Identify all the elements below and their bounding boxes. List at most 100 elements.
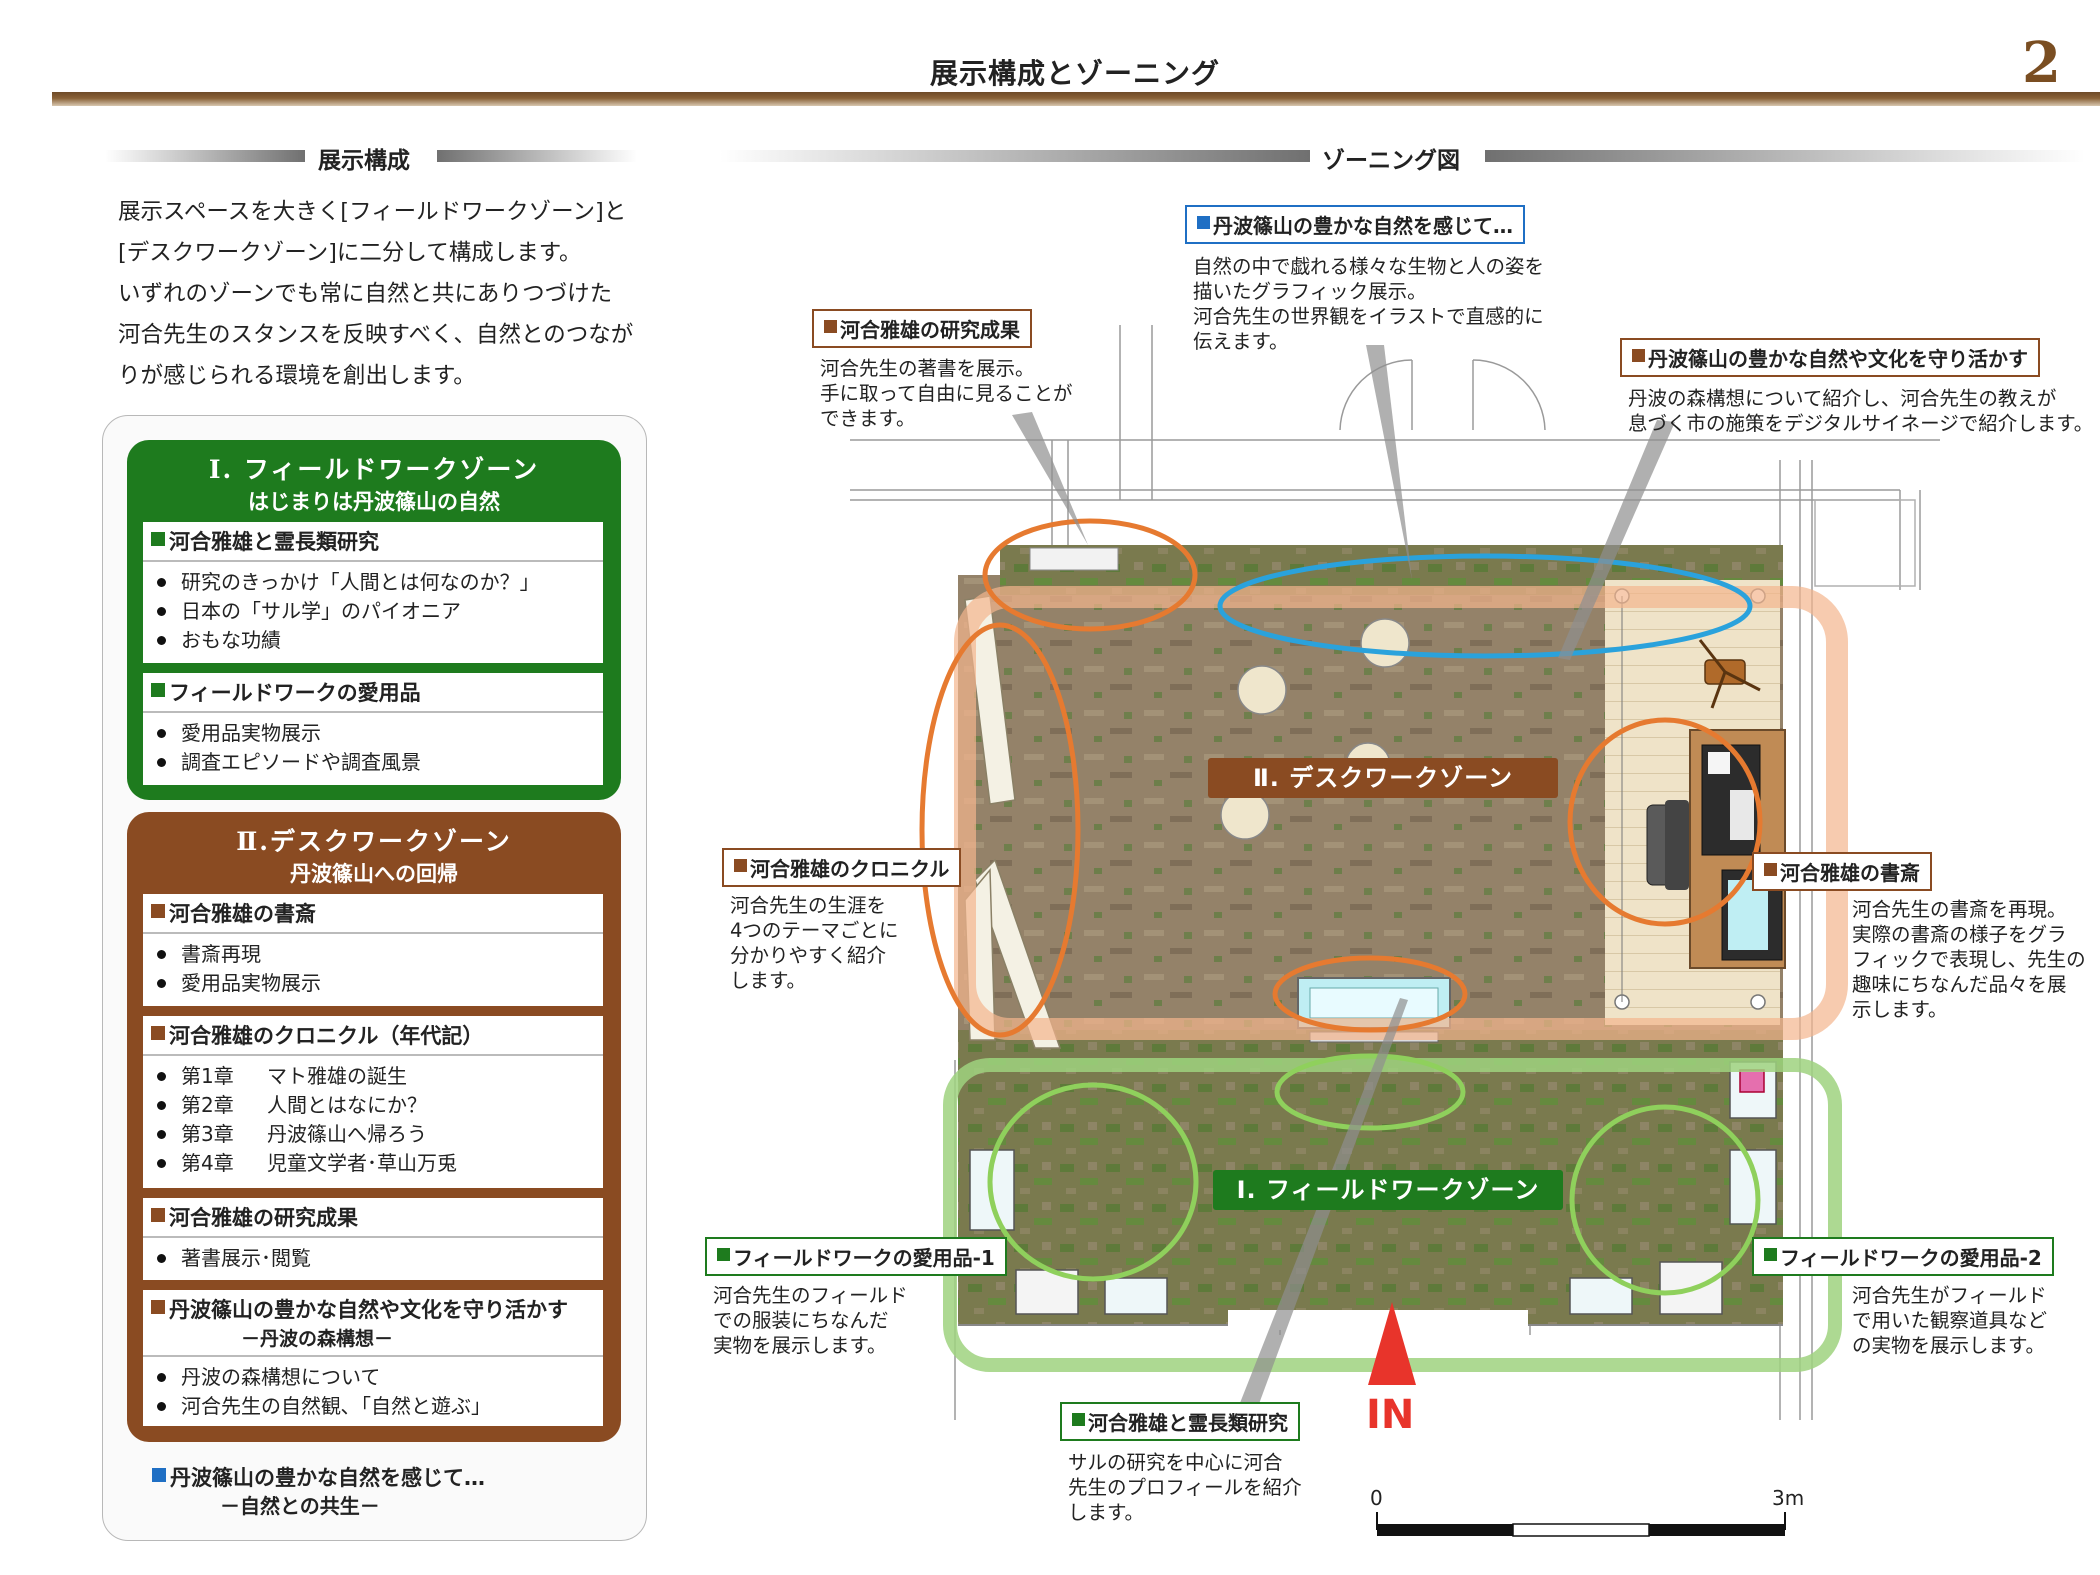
chronicle-panel xyxy=(974,858,1062,1049)
list-item: 丹波の森構想について xyxy=(157,1363,603,1392)
entrance-opening xyxy=(1228,1310,1528,1330)
zone2-group-study: 河合雅雄の書斎 書斎再現 愛用品実物展示 xyxy=(143,894,603,1006)
section-title-exhibit: 展示構成 xyxy=(306,141,422,175)
list-item: 研究のきっかけ「人間とは何なのか？」 xyxy=(157,568,603,597)
section-rule-left xyxy=(105,150,305,162)
group-title: 河合雅雄の研究成果 xyxy=(169,1206,358,1230)
callout-research-title: 河合雅雄の研究成果 xyxy=(812,309,1032,348)
group-title: 河合雅雄のクロニクル（年代記） xyxy=(169,1024,484,1048)
round-table xyxy=(1220,790,1270,840)
zone2-group-forest: 丹波篠山の豊かな自然や文化を守り活かす－丹波の森構想－ 丹波の森構想について 河… xyxy=(143,1290,603,1426)
page-number: 2 xyxy=(2022,30,2061,96)
zone1-title: Ⅰ. フィールドワークゾーン xyxy=(208,455,540,484)
callout-study-title: 河合雅雄の書斎 xyxy=(1752,852,1932,891)
group-title: 河合雅雄と霊長類研究 xyxy=(169,530,379,554)
zone1-group-primate: 河合雅雄と霊長類研究 研究のきっかけ「人間とは何なのか？」 日本の「サル学」のパ… xyxy=(143,522,603,663)
section-title-zoning: ゾーニング図 xyxy=(1310,141,1472,175)
green-square-icon xyxy=(151,683,165,697)
field-display-cases xyxy=(969,1061,1777,1315)
zone2-subtitle: 丹波篠山への回帰 xyxy=(290,861,458,886)
nature-note-title: 丹波篠山の豊かな自然を感じて… xyxy=(170,1466,485,1490)
zone1-header: Ⅰ. フィールドワークゾーン はじまりは丹波篠山の自然 xyxy=(127,440,621,516)
brown-square-icon xyxy=(824,320,837,333)
list-item: 日本の「サル学」のパイオニア xyxy=(157,597,603,626)
group-title: フィールドワークの愛用品 xyxy=(169,681,421,705)
scale-end-label: 3m xyxy=(1772,1486,1805,1510)
callout-tools2-desc: 河合先生がフィールド で用いた観察道具など の実物を展示します。 xyxy=(1852,1284,2048,1357)
callout-chronicle-desc: 河合先生の生涯を 4つのテーマごとに 分かりやすく紹介 します。 xyxy=(730,894,899,992)
brown-square-icon xyxy=(151,904,165,918)
group-title: 河合雅雄の書斎 xyxy=(169,902,316,926)
intro-line: りが感じられる環境を創出します。 xyxy=(118,363,476,389)
list-item: 愛用品実物展示 xyxy=(157,969,603,998)
callout-research-desc: 河合先生の著書を展示。 手に取って自由に見ることが できます。 xyxy=(820,357,1073,430)
round-table xyxy=(1360,618,1410,668)
green-square-icon xyxy=(151,532,165,546)
header-divider xyxy=(52,92,2100,106)
callout-forest-title: 丹波篠山の豊かな自然や文化を守り活かす xyxy=(1620,338,2040,377)
list-item: 書斎再現 xyxy=(157,940,603,969)
blue-square-icon xyxy=(152,1468,166,1482)
group-subtitle: －丹波の森構想－ xyxy=(241,1328,394,1350)
callout-forest-desc: 丹波の森構想について紹介し、河合先生の教えが 息づく市の施策をデジタルサイネージ… xyxy=(1628,387,2094,435)
zone2-box: Ⅱ.デスクワークゾーン 丹波篠山への回帰 河合雅雄の書斎 書斎再現 愛用品実物展… xyxy=(127,812,621,1442)
scale-start-label: 0 xyxy=(1370,1486,1383,1510)
brown-square-icon xyxy=(1764,863,1777,876)
list-item: 愛用品実物展示 xyxy=(157,719,603,748)
brown-square-icon xyxy=(734,859,747,872)
zone1-subtitle: はじまりは丹波篠山の自然 xyxy=(248,489,500,514)
callout-study-desc: 河合先生の書斎を再現。 実際の書斎の様子をグラ フィックで表現し、先生の 趣味に… xyxy=(1852,898,2086,1021)
green-square-icon xyxy=(1764,1248,1777,1261)
zone1-group-tools: フィールドワークの愛用品 愛用品実物展示 調査エピソードや調査風景 xyxy=(143,673,603,785)
list-item: 調査エピソードや調査風景 xyxy=(157,748,603,777)
chapter-item: 第2章人間とはなにか？ xyxy=(157,1091,603,1120)
list-item: 河合先生の自然観､「自然と遊ぶ」 xyxy=(157,1392,603,1421)
page-title: 展示構成とゾーニング xyxy=(929,57,1220,90)
intro-text: 展示スペースを大きく[フィールドワークゾーン]と [デスクワークゾーン]に二分し… xyxy=(118,192,648,397)
chapter-item: 第1章マト雅雄の誕生 xyxy=(157,1062,603,1091)
desk-zone-tag: Ⅱ. デスクワークゾーン xyxy=(1208,758,1558,798)
list-item: 著書展示･閲覧 xyxy=(157,1244,603,1273)
book-shelf xyxy=(1029,547,1119,571)
brown-square-icon xyxy=(1632,349,1645,362)
intro-line: 展示スペースを大きく[フィールドワークゾーン]と xyxy=(118,199,627,225)
section-rule-right xyxy=(437,150,637,162)
zone1-box: Ⅰ. フィールドワークゾーン はじまりは丹波篠山の自然 河合雅雄と霊長類研究 研… xyxy=(127,440,621,800)
section-rule-right xyxy=(1485,150,2085,162)
intro-line: [デスクワークゾーン]に二分して構成します。 xyxy=(118,240,582,266)
callout-tools2-title: フィールドワークの愛用品-2 xyxy=(1752,1237,2054,1276)
callout-nature-desc: 自然の中で戯れる様々な生物と人の姿を 描いたグラフィック展示。 河合先生の世界観… xyxy=(1193,255,1545,353)
brown-square-icon xyxy=(151,1026,165,1040)
entrance-label: IN xyxy=(1366,1392,1415,1438)
zone2-group-chronicle: 河合雅雄のクロニクル（年代記） 第1章マト雅雄の誕生 第2章人間とはなにか？ 第… xyxy=(143,1016,603,1188)
field-zone-tag: Ⅰ. フィールドワークゾーン xyxy=(1213,1170,1563,1210)
green-square-icon xyxy=(717,1248,730,1261)
brown-square-icon xyxy=(151,1300,165,1314)
callout-tools1-title: フィールドワークの愛用品-1 xyxy=(705,1237,1007,1276)
callout-chronicle-title: 河合雅雄のクロニクル xyxy=(722,848,962,887)
zone2-title: Ⅱ.デスクワークゾーン xyxy=(236,827,512,856)
callout-nature-title: 丹波篠山の豊かな自然を感じて… xyxy=(1185,205,1525,244)
chapter-item: 第4章児童文学者･草山万兎 xyxy=(157,1149,603,1178)
tripod-instrument xyxy=(1698,639,1761,709)
green-square-icon xyxy=(1072,1413,1085,1426)
intro-line: 河合先生のスタンスを反映すべく、自然とのつなが xyxy=(118,322,634,348)
intro-line: いずれのゾーンでも常に自然と共にありつづけた xyxy=(118,281,613,307)
zone2-header: Ⅱ.デスクワークゾーン 丹波篠山への回帰 xyxy=(127,812,621,888)
list-item: おもな功績 xyxy=(157,626,603,655)
blue-square-icon xyxy=(1197,216,1210,229)
entrance-arrow-icon xyxy=(1368,1302,1416,1385)
focus-ellipses xyxy=(919,518,1763,1296)
chapter-item: 第3章丹波篠山へ帰ろう xyxy=(157,1120,603,1149)
round-table xyxy=(1237,665,1287,715)
section-rule-left xyxy=(720,150,1310,162)
nature-note-subtitle: －自然との共生－ xyxy=(220,1494,380,1518)
callout-primate-title: 河合雅雄と霊長類研究 xyxy=(1060,1402,1300,1441)
nature-note: 丹波篠山の豊かな自然を感じて… xyxy=(152,1462,485,1492)
callout-tools1-desc: 河合先生のフィールド での服装にちなんだ 実物を展示します。 xyxy=(713,1284,908,1357)
brown-square-icon xyxy=(151,1208,165,1222)
scale-bar xyxy=(1376,1512,1786,1537)
callout-primate-desc: サルの研究を中心に河合 先生のプロフィールを紹介 します。 xyxy=(1068,1451,1302,1524)
zone2-group-research: 河合雅雄の研究成果 著書展示･閲覧 xyxy=(143,1198,603,1280)
